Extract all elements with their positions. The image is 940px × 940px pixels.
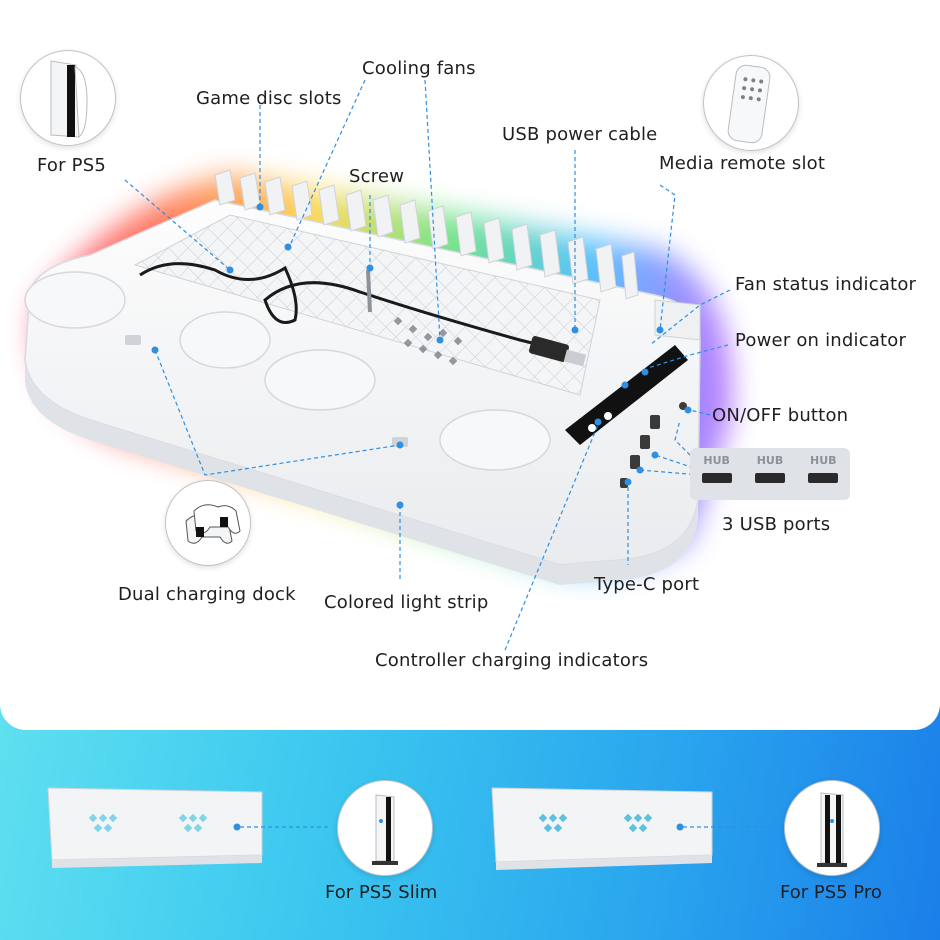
- hub-label: HUB: [810, 454, 837, 467]
- ps5-console-icon: [50, 60, 88, 138]
- media-remote-thumbnail: [703, 55, 799, 151]
- callout-lines: [124, 79, 731, 651]
- usb-port-icon: [754, 473, 785, 483]
- media-remote-icon: [727, 64, 771, 144]
- label-for-ps5-slim: For PS5 Slim: [325, 882, 438, 903]
- label-usb-ports: 3 USB ports: [722, 514, 831, 535]
- label-power-on-indicator: Power on indicator: [735, 330, 907, 351]
- usb-hub-image: HUB HUB HUB: [690, 448, 850, 500]
- controllers-thumbnail: [165, 480, 251, 566]
- controllers-icon: [185, 504, 241, 544]
- label-cooling-fans: Cooling fans: [362, 58, 476, 79]
- label-controller-charging-indicators: Controller charging indicators: [375, 650, 649, 671]
- label-type-c-port: Type-C port: [594, 574, 700, 595]
- product-illustration-panel: HUB HUB HUB For PS5 Game disc slots Cool…: [20, 50, 917, 671]
- hub-label: HUB: [756, 454, 784, 467]
- compatibility-section: For PS5 Slim For PS5 Pro: [0, 730, 940, 940]
- label-on-off-button: ON/OFF button: [712, 405, 849, 426]
- callout-dots: [151, 203, 692, 509]
- usb-port-icon: [701, 473, 732, 483]
- label-colored-light-strip: Colored light strip: [324, 592, 489, 613]
- side-ports: [620, 402, 687, 488]
- label-usb-power-cable: USB power cable: [502, 124, 658, 145]
- slim-plate: [47, 787, 330, 868]
- label-screw: Screw: [349, 166, 405, 187]
- stand-diagram: HUB HUB HUB For PS5 Game disc slots Cool…: [20, 50, 917, 671]
- usb-port-icon: [808, 473, 839, 483]
- label-dual-charging-dock: Dual charging dock: [118, 584, 296, 605]
- hub-label: HUB: [703, 454, 730, 467]
- label-game-disc-slots: Game disc slots: [196, 88, 342, 109]
- compatibility-illustration: [47, 787, 778, 870]
- label-for-ps5: For PS5: [37, 155, 106, 176]
- stand-illustration: [24, 79, 732, 651]
- ps5-slim-icon: [372, 794, 398, 865]
- fan-vents: [393, 316, 463, 366]
- ps5-pro-icon: [817, 792, 847, 867]
- usb-power-cable: [139, 262, 561, 352]
- media-remote-slot-shape: [654, 299, 701, 341]
- label-media-remote-slot: Media remote slot: [659, 153, 826, 174]
- pro-plate: [491, 787, 778, 870]
- ps5-thumbnail: [20, 50, 116, 146]
- label-fan-status-indicator: Fan status indicator: [735, 274, 917, 295]
- ps5-pro-thumbnail: [784, 780, 880, 876]
- cooling-fan-grid: [133, 214, 601, 396]
- label-for-ps5-pro: For PS5 Pro: [780, 882, 882, 903]
- game-disc-slots: [214, 169, 639, 300]
- ps5-slim-thumbnail: [337, 780, 433, 876]
- controller-cradles: [24, 271, 551, 471]
